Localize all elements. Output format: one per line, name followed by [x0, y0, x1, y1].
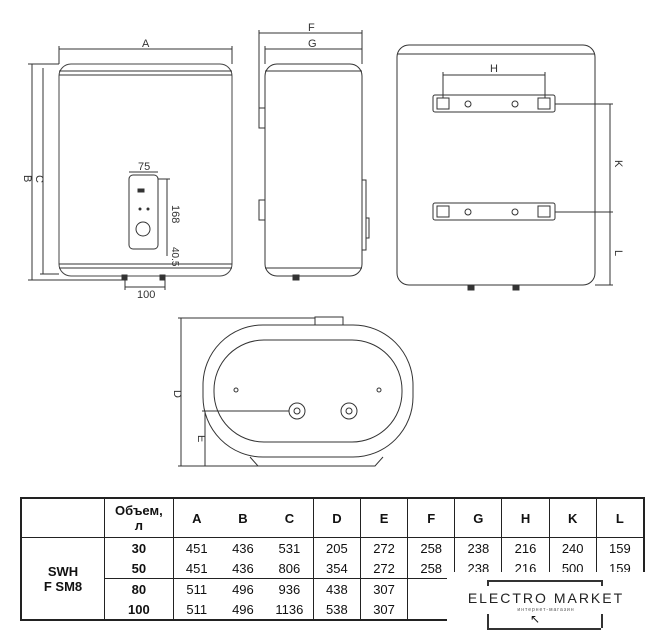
cursor-icon: ↖ — [530, 612, 541, 626]
watermark-name: ELECTRO MARKET — [467, 590, 625, 606]
value-cell: 307 — [359, 599, 408, 620]
value-cell: 936 — [266, 578, 314, 599]
value-cell: 496 — [219, 578, 266, 599]
dim-label-panel-offset: 40.5 — [169, 247, 180, 267]
value-cell: 216 — [501, 537, 550, 558]
side-view — [258, 30, 370, 281]
value-cell: 238 — [454, 537, 502, 558]
table-header: Объем,л A B C D E F G H K L — [21, 498, 644, 538]
outlet-pipe-icon — [340, 402, 358, 420]
value-cell: 538 — [312, 599, 361, 620]
value-cell: 258 — [407, 558, 455, 579]
col-header: H — [501, 498, 550, 538]
dim-label-l: L — [612, 250, 624, 256]
electro-market-watermark: ELECTRO MARKET интернет-магазин ↖ — [447, 572, 645, 640]
dim-label-g: G — [308, 38, 317, 50]
watermark-subtitle: интернет-магазин — [517, 607, 575, 613]
volume-cell: 100 — [127, 601, 150, 617]
dim-label-panel-width: 75 — [138, 161, 150, 173]
value-cell: 511 — [172, 578, 220, 599]
dim-label-c: C — [33, 175, 45, 183]
value-cell — [407, 599, 455, 620]
value-cell: 240 — [548, 537, 597, 558]
control-panel — [128, 174, 159, 250]
volume-cell: 30 — [131, 540, 147, 556]
value-cell: 307 — [359, 578, 408, 599]
col-header: D — [312, 498, 361, 538]
value-cell: 205 — [312, 537, 361, 558]
value-cell: 531 — [278, 540, 301, 556]
col-header: C — [266, 498, 314, 538]
value-cell: 272 — [359, 558, 408, 579]
value-cell — [407, 578, 455, 599]
col-header: A — [172, 498, 220, 538]
value-cell: 451 — [172, 537, 220, 558]
dim-label-panel-height: 168 — [169, 205, 181, 223]
dim-label-d: D — [171, 390, 183, 398]
volume-cell: 50 — [131, 560, 147, 576]
value-cell: 272 — [359, 537, 408, 558]
col-header: K — [548, 498, 597, 538]
col-header: B — [219, 498, 266, 538]
model-line: SWH — [47, 563, 79, 579]
value-cell: 258 — [407, 537, 455, 558]
value-cell: 451 — [172, 558, 220, 579]
col-header: L — [595, 498, 644, 538]
dim-label-h: H — [490, 63, 498, 75]
water-heater-technical-drawing: A B C 75 168 40.5 100 F G H K — [21, 22, 624, 467]
back-view — [396, 44, 613, 291]
value-cell: 159 — [595, 537, 644, 558]
value-cell: 1136 — [275, 601, 304, 617]
top-view — [178, 316, 414, 467]
value-cell: 511 — [172, 599, 220, 620]
inlet-pipe-icon — [288, 402, 306, 420]
front-view — [28, 46, 233, 290]
value-cell: 436 — [232, 540, 254, 556]
dim-label-a: A — [142, 38, 150, 50]
thermostat-knob-icon — [135, 221, 151, 237]
col-header: F — [407, 498, 455, 538]
value-cell: 496 — [232, 601, 254, 617]
dim-label-f: F — [308, 22, 315, 34]
dim-label-pipe-spacing: 100 — [137, 289, 155, 301]
value-cell: 436 — [232, 560, 254, 576]
volume-header: Объем,л — [104, 498, 174, 538]
value-cell: 354 — [312, 558, 361, 579]
dim-label-e: E — [195, 435, 207, 442]
dim-label-b: B — [21, 175, 33, 182]
value-cell: 806 — [278, 560, 301, 576]
value-cell: 438 — [312, 578, 361, 599]
volume-cell: 80 — [104, 578, 174, 599]
col-header: G — [454, 498, 502, 538]
col-header: E — [359, 498, 408, 538]
dim-label-k: K — [612, 160, 624, 168]
model-line: F SM8 — [43, 578, 83, 594]
